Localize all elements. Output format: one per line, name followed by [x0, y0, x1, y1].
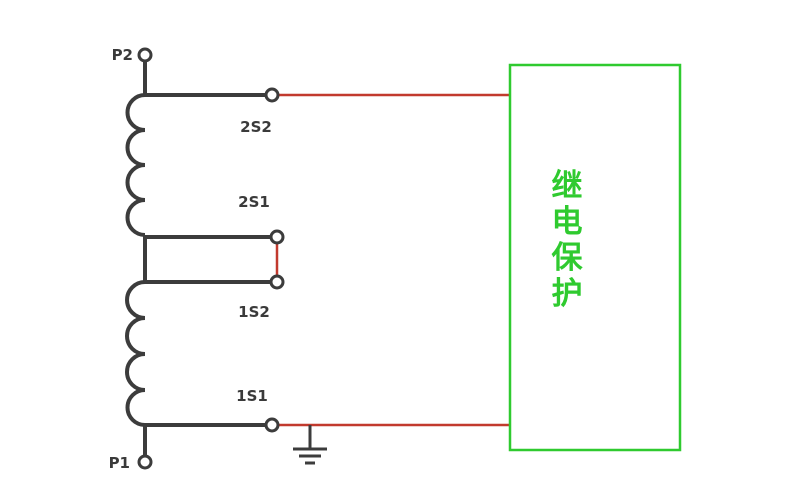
label-2s1: 2S1 [238, 193, 270, 211]
relay-label-char-4: 护 [552, 276, 583, 312]
label-1s1: 1S1 [236, 387, 268, 405]
label-p2: P2 [112, 46, 133, 64]
ground-symbol [293, 425, 327, 465]
label-p1: P1 [109, 454, 130, 472]
relay-protection-label: 继 电 保 护 [552, 168, 584, 312]
relay-label-char-2: 电 [552, 204, 583, 240]
relay-label-char-3: 保 [552, 240, 584, 276]
label-2s2: 2S2 [240, 118, 272, 136]
terminal-p1 [137, 454, 153, 470]
relay-label-char-1: 继 [552, 168, 583, 204]
secondary-winding-1-coil [125, 280, 146, 427]
label-1s2: 1S2 [238, 303, 270, 321]
relay-protection-box [508, 63, 682, 452]
terminal-2s2 [264, 87, 280, 103]
terminal-1s2 [269, 274, 285, 290]
terminal-2s1 [269, 229, 285, 245]
secondary-winding-2-coil [125, 93, 146, 237]
terminal-p2 [137, 47, 153, 63]
terminal-1s1 [264, 417, 280, 433]
